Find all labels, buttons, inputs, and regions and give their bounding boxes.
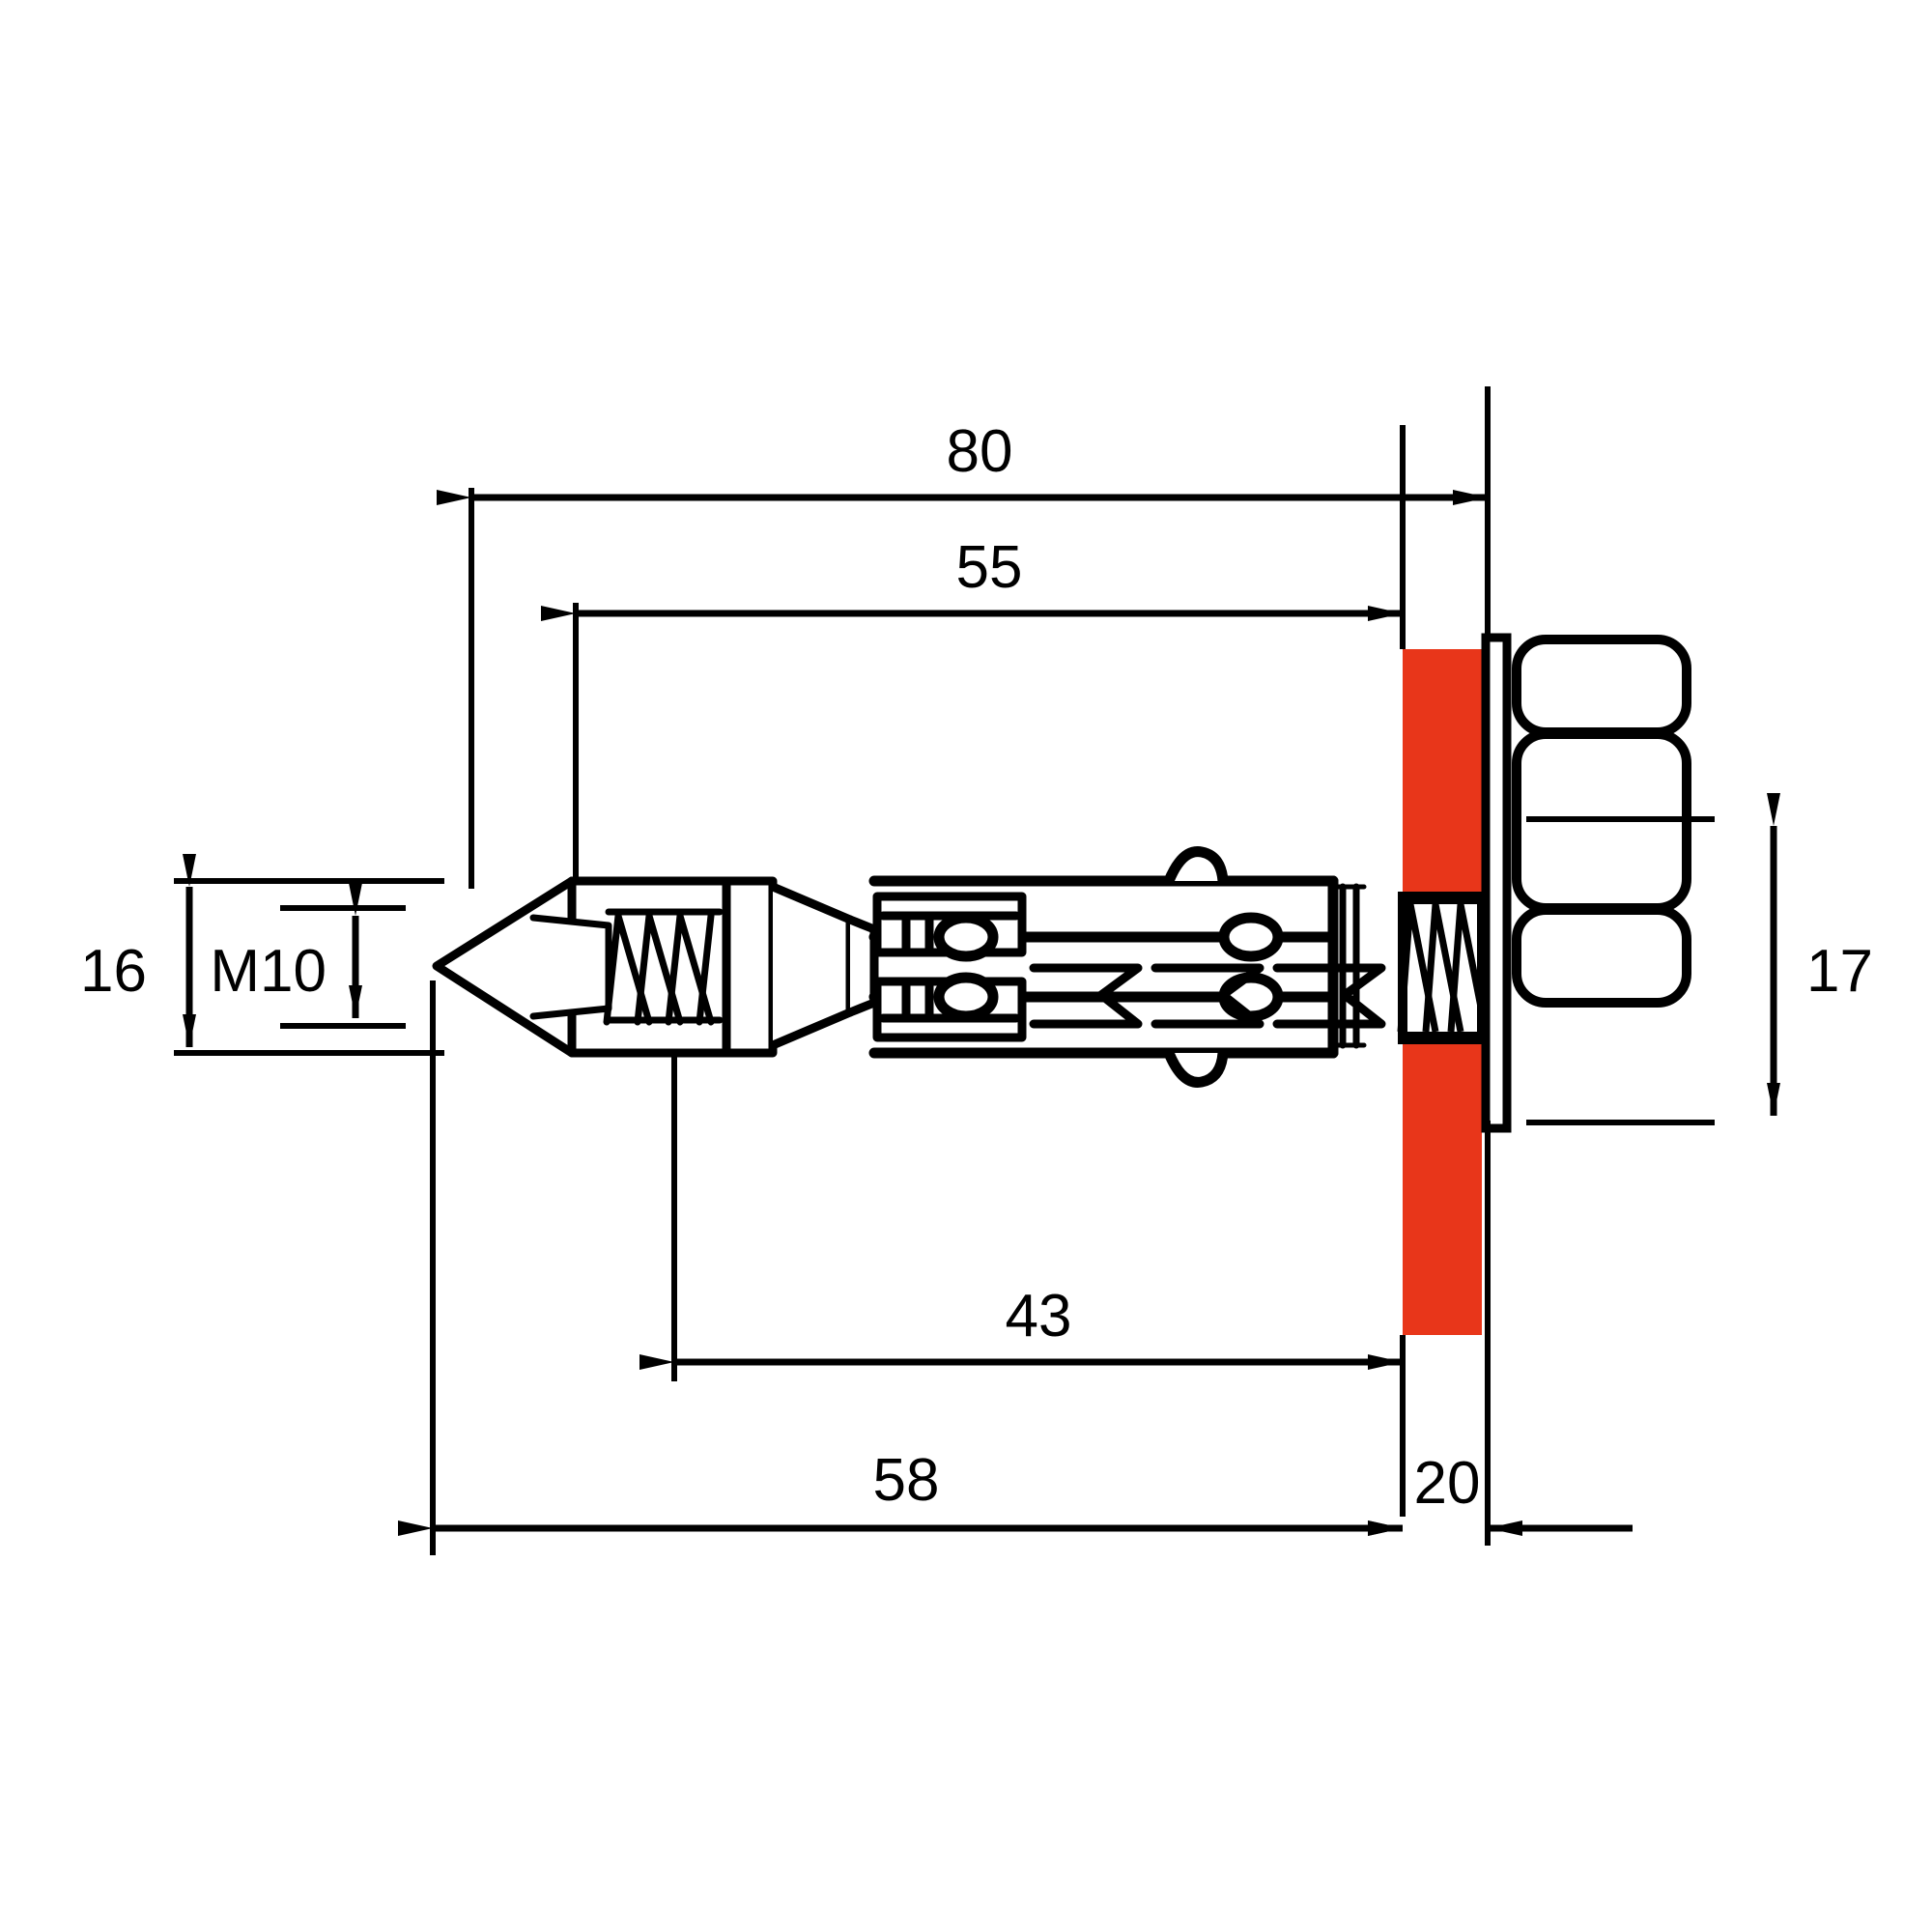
sleeve-expansion-slots	[1029, 963, 1386, 1029]
expander-wedge	[722, 876, 879, 1058]
dim-43: 43	[639, 1283, 1403, 1370]
anchor-assembly	[432, 846, 1386, 1088]
dim-17-label: 17	[1806, 938, 1873, 1005]
dim-80: 80	[437, 418, 1488, 505]
dim-16-label: 16	[80, 938, 147, 1005]
dim-20: 20	[1256, 1450, 1633, 1536]
bolt-thread	[1397, 892, 1490, 1044]
dim-58: 58	[398, 1447, 1403, 1536]
dim-80-label: 80	[947, 418, 1013, 485]
dim-17: 17	[1767, 793, 1873, 1116]
dim-58-label: 58	[873, 1447, 940, 1514]
dim-m10-label: M10	[210, 938, 327, 1005]
dim-55: 55	[541, 534, 1403, 621]
dim-43-label: 43	[1006, 1283, 1072, 1350]
dim-16: 16	[80, 854, 196, 1047]
flat-washer	[1481, 633, 1512, 1133]
dim-20-label: 20	[1414, 1450, 1481, 1517]
dim-55-label: 55	[956, 534, 1023, 601]
dim-m10: M10	[210, 883, 362, 1018]
